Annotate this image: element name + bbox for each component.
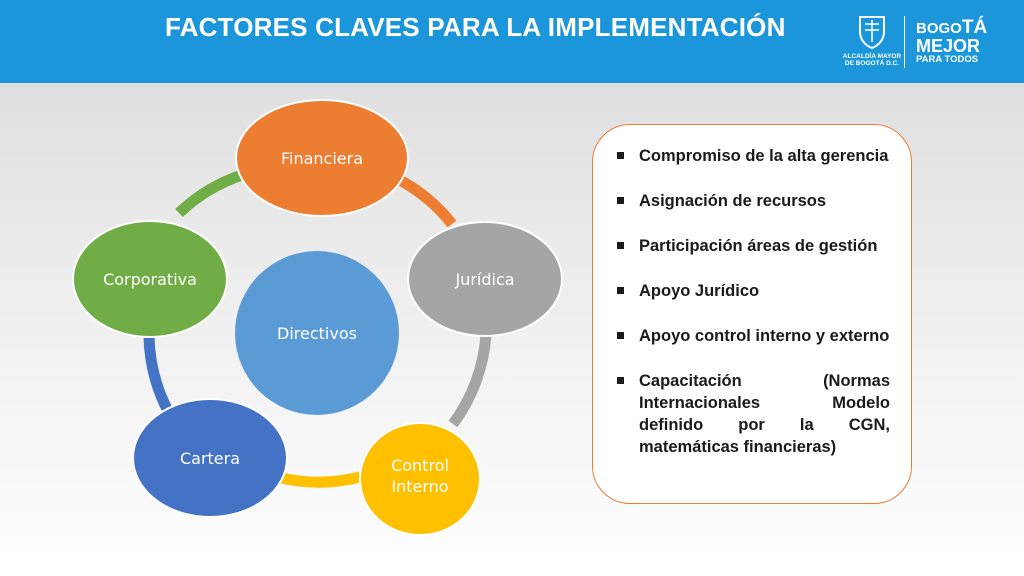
logo-divider — [904, 16, 905, 68]
logo-text-line1: ALCALDÍA MAYOR — [842, 53, 902, 60]
list-item: Asignación de recursos — [615, 190, 890, 212]
list-item: Compromiso de la alta gerencia — [615, 145, 890, 167]
header-bar: FACTORES CLAVES PARA LA IMPLEMENTACIÓN A… — [0, 0, 1024, 83]
node-control-interno-label1: Control — [391, 456, 449, 475]
logo-bogota-part2: TÁ — [961, 17, 988, 38]
logo-area: ALCALDÍA MAYOR DE BOGOTÁ D.C. BOGOTÁ MEJ… — [840, 8, 1024, 74]
slide-title: FACTORES CLAVES PARA LA IMPLEMENTACIÓN — [165, 12, 786, 42]
logo-bogota-text: BOGOTÁ — [916, 17, 988, 38]
node-cartera — [132, 398, 288, 518]
node-directivos — [235, 251, 399, 415]
node-financiera — [235, 99, 409, 217]
connector-arc-juridica-control — [448, 334, 492, 428]
node-juridica — [407, 221, 563, 337]
list-item: Capacitación (Normas Internacionales Mod… — [615, 370, 890, 458]
cycle-diagram: Directivos Financiera Jurídica Control I… — [72, 99, 563, 536]
logo-para-todos-text: PARA TODOS — [916, 54, 979, 65]
logo-text-line2: DE BOGOTÁ D.C. — [844, 60, 900, 67]
connector-arc-cartera-corporativa — [143, 336, 173, 414]
key-factors-list: Compromiso de la alta gerencia Asignació… — [615, 145, 890, 481]
node-corporativa-label: Corporativa — [103, 270, 197, 289]
node-juridica-label: Jurídica — [454, 270, 514, 289]
key-factors-panel: Compromiso de la alta gerencia Asignació… — [592, 124, 912, 504]
logo-bogota-part1: BOGO — [916, 20, 962, 37]
node-control-interno — [359, 422, 481, 536]
node-cartera-label: Cartera — [180, 449, 240, 468]
node-directivos-label: Directivos — [277, 324, 357, 343]
list-item: Apoyo Jurídico — [615, 280, 890, 302]
connector-arc-financiera-juridica — [395, 174, 457, 228]
list-item: Participación áreas de gestión — [615, 235, 890, 257]
connector-arc-corporativa-financiera — [175, 168, 247, 218]
coat-of-arms-icon — [859, 16, 885, 50]
logo-mejor-text: MEJOR — [916, 36, 981, 56]
node-corporativa — [72, 220, 228, 338]
node-control-interno-label2: Interno — [391, 477, 448, 496]
node-financiera-label: Financiera — [281, 149, 363, 168]
list-item: Apoyo control interno y externo — [615, 325, 890, 347]
